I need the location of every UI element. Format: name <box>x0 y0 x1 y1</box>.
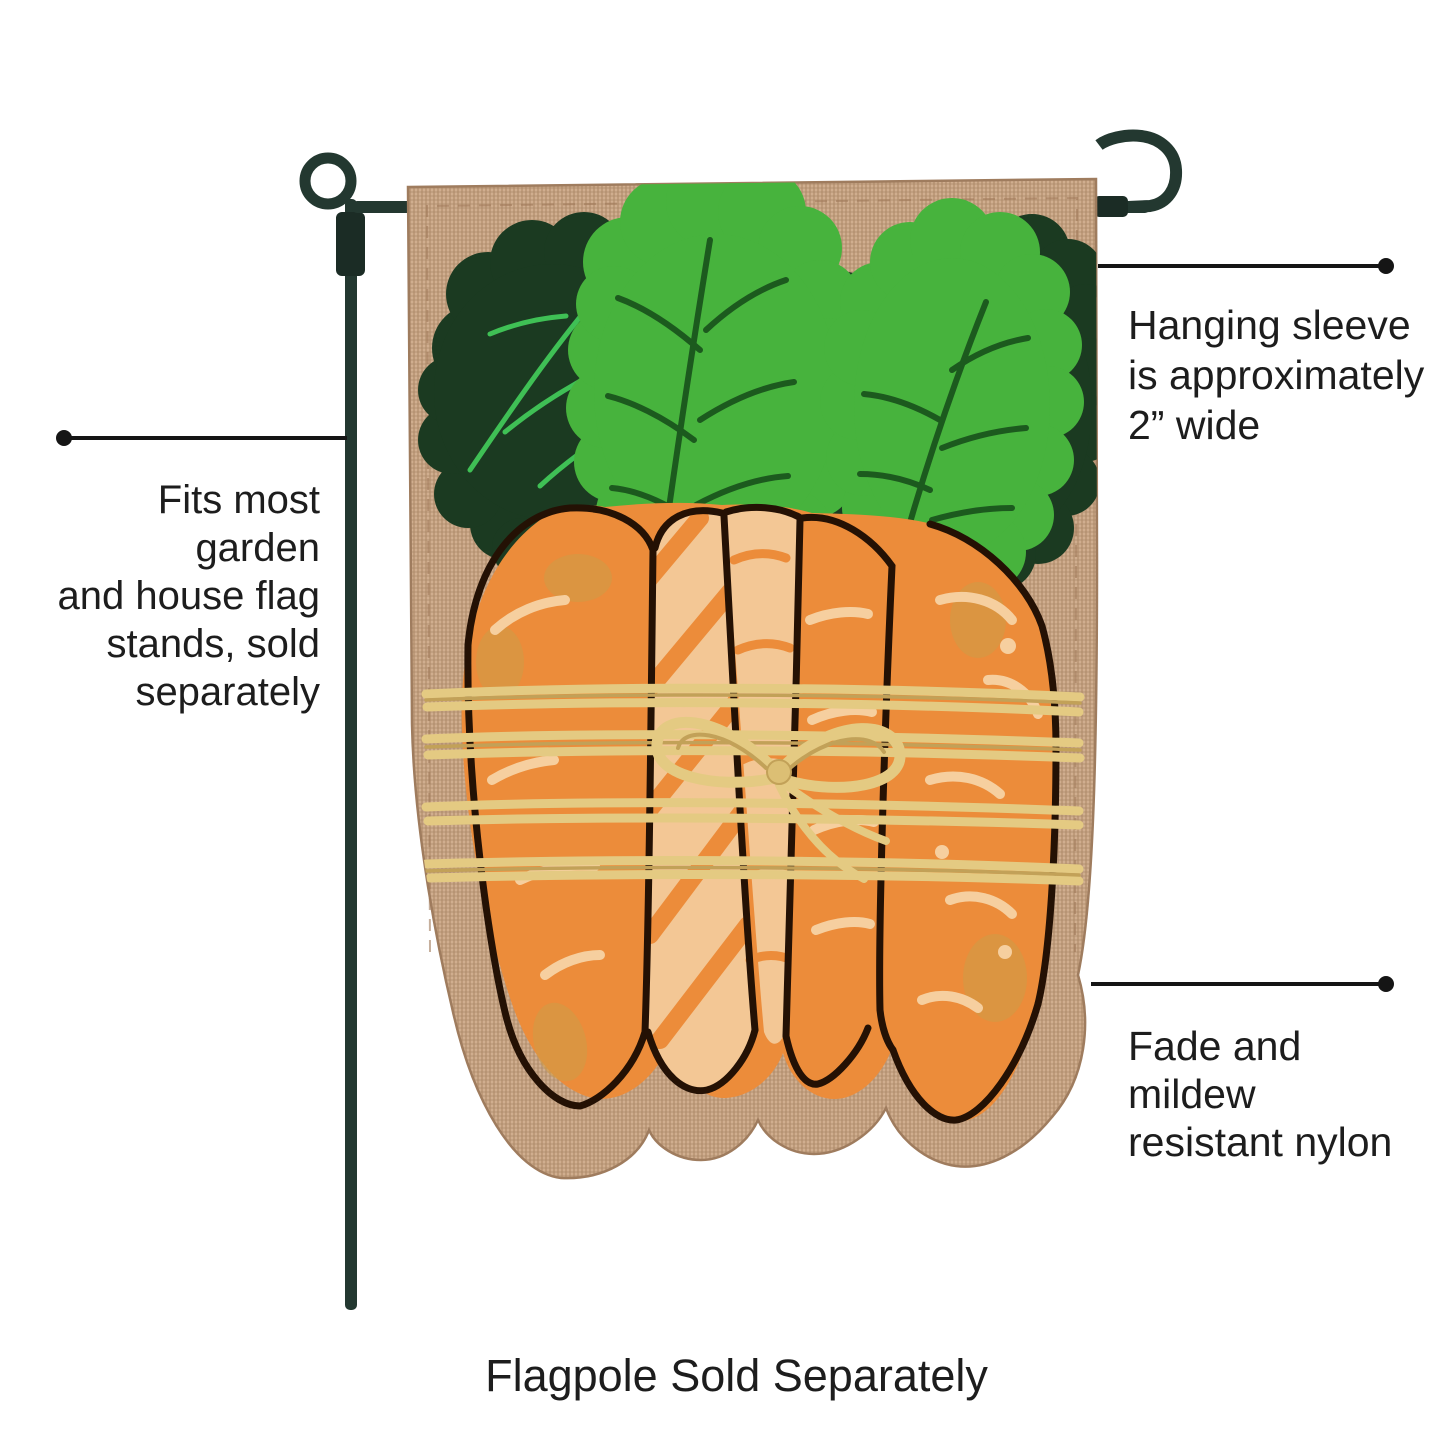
callout-text-fade-resistant: Fade and mildew resistant nylon <box>1128 1022 1438 1166</box>
callout-dot-icon <box>56 430 72 446</box>
callout-text-line: 2” wide <box>1128 402 1261 448</box>
callout-text-line: Hanging sleeve <box>1128 302 1411 348</box>
pole-end-hook <box>1095 129 1183 213</box>
pole-vertical-rod <box>345 199 357 1310</box>
carrot-cream-spots <box>935 638 1016 959</box>
pole-loop <box>299 152 357 210</box>
caption-flagpole-sold-separately: Flagpole Sold Separately <box>485 1350 988 1401</box>
callout-text-line: is approximately <box>1128 352 1425 398</box>
carrot-bunch <box>461 502 1060 1124</box>
callout-text-line: separately <box>135 670 320 714</box>
callout-dots <box>56 258 1394 992</box>
pole-arm-ferrule <box>1094 196 1128 217</box>
raffia-knot <box>766 759 792 785</box>
carrot-olive-shading <box>476 554 1027 1082</box>
callout-dot-icon <box>1378 976 1394 992</box>
callout-text-line: Fade and mildew <box>1128 1023 1302 1117</box>
callout-text-line: stands, sold <box>106 622 320 666</box>
callout-text-line: Fits most garden <box>157 478 320 570</box>
callout-lines <box>64 264 1386 986</box>
callout-text-line: resistant nylon <box>1128 1119 1393 1165</box>
raffia-bow <box>421 683 1085 886</box>
callout-text-line: and house flag <box>57 574 320 618</box>
callout-text-flag-stands: Fits most garden and house flag stands, … <box>40 476 320 716</box>
pole-collar <box>336 212 365 276</box>
callout-dot-icon <box>1378 258 1394 274</box>
carrot-garden-flag-icon <box>406 177 1099 1180</box>
callout-text-hanging-sleeve: Hanging sleeve is approximately 2” wide <box>1128 300 1428 450</box>
